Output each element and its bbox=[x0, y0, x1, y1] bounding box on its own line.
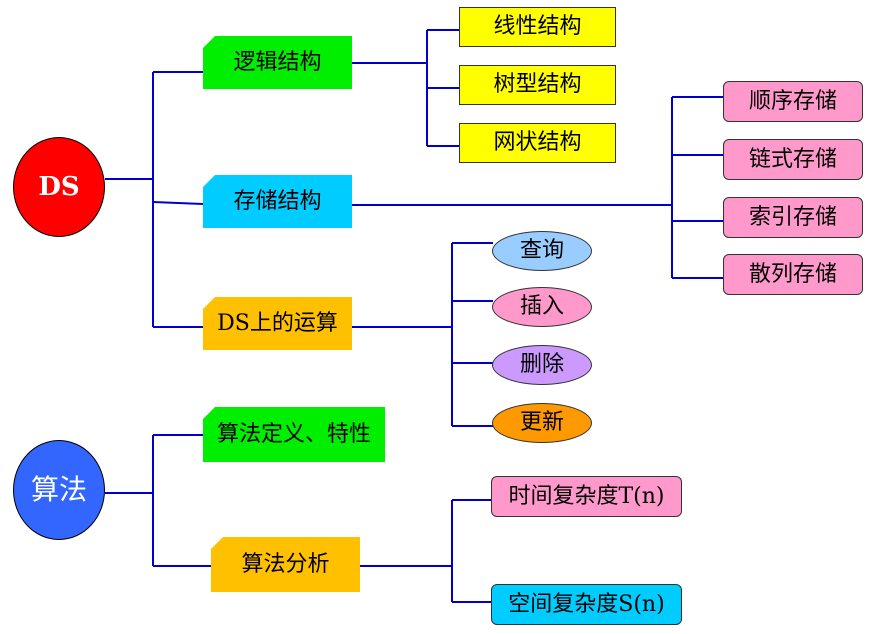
time-complexity-node: 时间复杂度T(n) bbox=[491, 476, 682, 517]
insert-operation-node: 插入 bbox=[492, 287, 592, 327]
algorithm-definition-label: 算法定义、特性 bbox=[216, 421, 371, 447]
ds-operations-node: DS上的运算 bbox=[203, 297, 352, 350]
algorithm-analysis-label: 算法分析 bbox=[241, 551, 330, 577]
linked-storage-node: 链式存储 bbox=[723, 139, 863, 180]
tree-structure-node: 树型结构 bbox=[459, 65, 616, 105]
logical-structure-label: 逻辑结构 bbox=[233, 49, 322, 75]
sequential-storage-node: 顺序存储 bbox=[723, 81, 863, 122]
hashed-storage-node: 散列存储 bbox=[723, 254, 863, 295]
algorithm-root-node: 算法 bbox=[13, 440, 105, 540]
update-operation-node: 更新 bbox=[492, 403, 592, 443]
storage-structure-label: 存储结构 bbox=[233, 188, 322, 214]
storage-structure-node: 存储结构 bbox=[203, 175, 352, 228]
linear-structure-node: 线性结构 bbox=[459, 7, 616, 47]
algorithm-definition-node: 算法定义、特性 bbox=[203, 407, 385, 462]
network-structure-node: 网状结构 bbox=[459, 123, 616, 163]
connector-line bbox=[152, 201, 204, 205]
delete-operation-node: 删除 bbox=[492, 345, 592, 385]
logical-structure-node: 逻辑结构 bbox=[203, 36, 352, 89]
ds-root-node: DS bbox=[13, 137, 105, 237]
ds-operations-label: DS上的运算 bbox=[217, 310, 338, 336]
space-complexity-node: 空间复杂度S(n) bbox=[491, 584, 682, 625]
indexed-storage-node: 索引存储 bbox=[723, 197, 863, 238]
algorithm-analysis-node: 算法分析 bbox=[211, 537, 360, 592]
query-operation-node: 查询 bbox=[492, 231, 592, 271]
